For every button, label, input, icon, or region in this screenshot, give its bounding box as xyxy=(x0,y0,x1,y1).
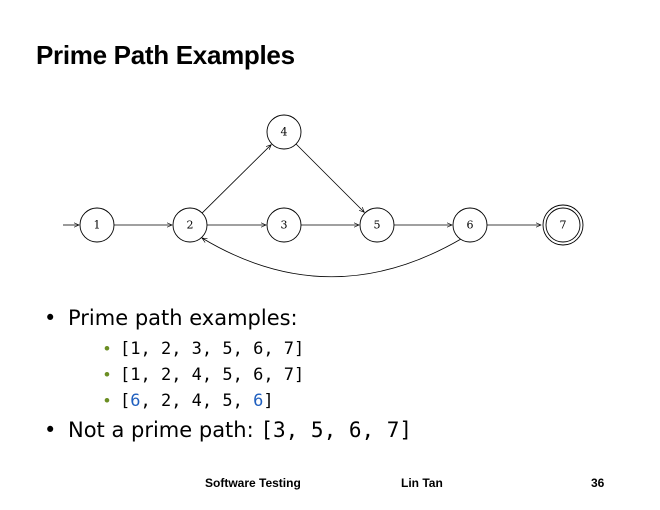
edge-4-5 xyxy=(295,143,364,212)
edge-2-4 xyxy=(201,145,271,214)
path-part-middle: , 2, 3, 5, 6, xyxy=(140,339,284,359)
sub-bullet-dot: • xyxy=(104,391,110,410)
footer-course: Software Testing xyxy=(205,476,301,490)
node-circle xyxy=(266,114,302,150)
bullet-list: • Prime path examples: • [1, 2, 3, 5, 6, … xyxy=(44,304,412,444)
node-label: 1 xyxy=(94,219,101,232)
node-label: 5 xyxy=(374,219,381,232)
graph-node-3: 3 xyxy=(266,207,302,243)
graph-node-4: 4 xyxy=(266,114,302,150)
bullet-dot: • xyxy=(44,306,57,330)
bullet-not-prime-path: • Not a prime path: [3, 5, 6, 7] xyxy=(44,416,412,444)
bullet-heading: Prime path examples: xyxy=(68,306,298,330)
graph-node-7: 7 xyxy=(542,204,584,246)
node-label: 6 xyxy=(467,219,474,232)
example-path-item: • [1, 2, 4, 5, 6, 7] xyxy=(68,362,412,388)
path-part-middle: , 2, 4, 5, 6, xyxy=(140,365,284,385)
graph-node-1: 1 xyxy=(79,207,115,243)
node-label: 3 xyxy=(281,219,288,232)
path-part-close: ] xyxy=(294,365,305,385)
graph-node-6: 6 xyxy=(452,207,488,243)
graph-node-5: 5 xyxy=(359,207,395,243)
example-path-list: •[1, 2, 3, 5, 6, 7]•[1, 2, 4, 5, 6, 7]•[… xyxy=(68,336,412,414)
path-part-close: ] xyxy=(263,391,274,411)
slide-title: Prime Path Examples xyxy=(36,40,295,70)
node-circle xyxy=(266,207,302,243)
node-label: 7 xyxy=(560,219,567,232)
path-part-last: 7 xyxy=(283,339,295,359)
graph-nodes: 1 2 3 4 5 6 7 xyxy=(79,114,584,246)
path-part-open: [ xyxy=(120,339,131,359)
bullet-prime-path-examples: • Prime path examples: • [1, 2, 3, 5, 6, … xyxy=(44,304,412,414)
node-circle xyxy=(545,207,581,243)
path-part-last: 6 xyxy=(253,391,264,411)
bullet-dot: • xyxy=(44,418,57,442)
path-part-middle: , 2, 4, 5, xyxy=(140,391,254,411)
node-circle xyxy=(79,207,115,243)
node-label: 2 xyxy=(187,219,194,232)
footer-author: Lin Tan xyxy=(401,476,443,490)
node-circle xyxy=(172,207,208,243)
sub-bullet-dot: • xyxy=(104,339,110,358)
control-flow-graph: 1 2 3 4 5 6 7 xyxy=(63,114,584,278)
node-circle xyxy=(452,207,488,243)
page-number: 36 xyxy=(591,476,605,490)
path-part-open: [ xyxy=(120,365,131,385)
not-prime-value: [3, 5, 6, 7] xyxy=(260,418,413,442)
path-part-first: 1 xyxy=(130,365,141,385)
node-circle xyxy=(359,207,395,243)
path-part-first: 6 xyxy=(130,391,141,411)
path-part-open: [ xyxy=(120,391,131,411)
path-part-first: 1 xyxy=(130,339,141,359)
sub-bullet-dot: • xyxy=(104,365,110,384)
example-path-item: • [1, 2, 3, 5, 6, 7] xyxy=(68,336,412,362)
path-part-last: 7 xyxy=(283,365,295,385)
example-path-item: • [6, 2, 4, 5, 6] xyxy=(68,388,412,414)
path-part-close: ] xyxy=(294,339,305,359)
graph-node-2: 2 xyxy=(172,207,208,243)
node-label: 4 xyxy=(281,126,288,139)
not-prime-label: Not a prime path: xyxy=(68,418,261,442)
edge-6-2 xyxy=(202,238,462,278)
graph-edges xyxy=(63,143,541,278)
